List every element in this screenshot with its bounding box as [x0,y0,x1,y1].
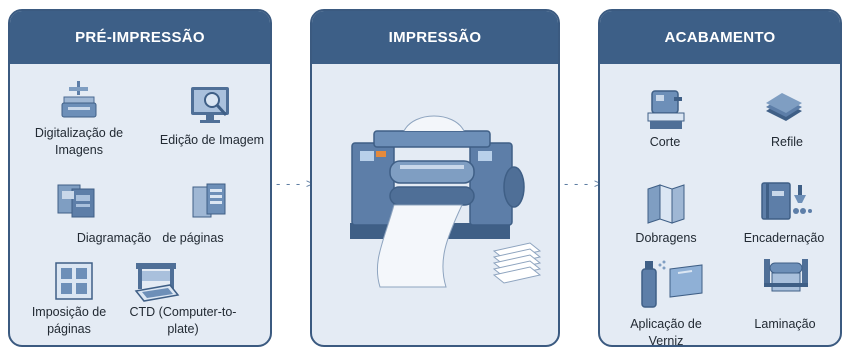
laminacao-label: Laminação [754,317,816,331]
laminator-icon [764,259,808,292]
pre-impressao-header: PRÉ-IMPRESSÃO [10,11,270,64]
arrow-1: - - - > [276,176,315,191]
edicao-label: Edição de Imagem [159,133,265,147]
arrow-2: - - - > [564,176,603,191]
spray-varnish-icon [641,260,703,308]
acabamento-panel: ACABAMENTO Corte Refile Dobragens Encade… [598,9,842,347]
ctd-label: CTD (Computer-to-plate) [129,305,237,336]
impressao-header: IMPRESSÃO [312,11,558,64]
monitor-magnifier-icon [191,87,229,123]
paper-stack-icon [766,93,802,121]
scanner-icon [61,81,97,118]
ctp-machine-icon [134,263,180,302]
binding-icon [761,182,812,220]
printing-press-icon [350,115,542,288]
acabamento-header: ACABAMENTO [600,11,840,64]
cutter-icon [647,90,685,129]
layout-pages-icon [57,184,95,218]
verniz-label: Aplicação de Verniz [630,317,702,347]
diagramacao-label: Diagramação [76,231,152,245]
de-paginas-label: de páginas [162,231,224,245]
pages-icon [192,183,226,218]
folded-paper-icon [647,184,685,224]
imposicao-label: Imposição de páginas [31,305,107,336]
corte-label: Corte [649,135,681,149]
imposition-grid-icon [55,262,93,300]
digitalizacao-label: Digitalização de Imagens [34,126,124,157]
pre-impressao-panel: PRÉ-IMPRESSÃO Digitalização de Imagens E… [8,9,272,347]
refile-label: Refile [771,135,803,149]
impressao-panel: IMPRESSÃO [310,9,560,347]
dobragens-label: Dobragens [635,231,697,245]
encadernacao-label: Encadernação [743,231,825,245]
